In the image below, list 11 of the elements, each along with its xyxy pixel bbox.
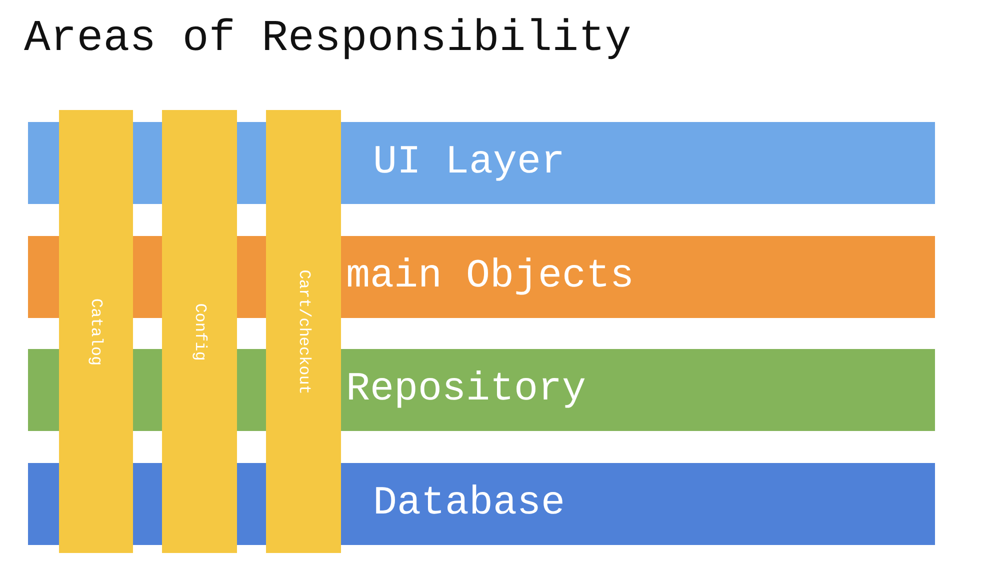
- layer-label: main Objects: [346, 254, 634, 300]
- title: Areas of Responsibility: [24, 14, 632, 64]
- layer-label: UI Layer: [373, 140, 566, 186]
- module-column: [266, 110, 341, 553]
- column-label: Cart/checkout: [294, 269, 312, 394]
- module-column: [59, 110, 133, 553]
- module-column: [162, 110, 237, 553]
- column-label: Config: [190, 302, 208, 360]
- column-label: Catalog: [87, 298, 105, 366]
- layer-label: Repository: [346, 368, 586, 412]
- layer-label: Database: [373, 482, 566, 526]
